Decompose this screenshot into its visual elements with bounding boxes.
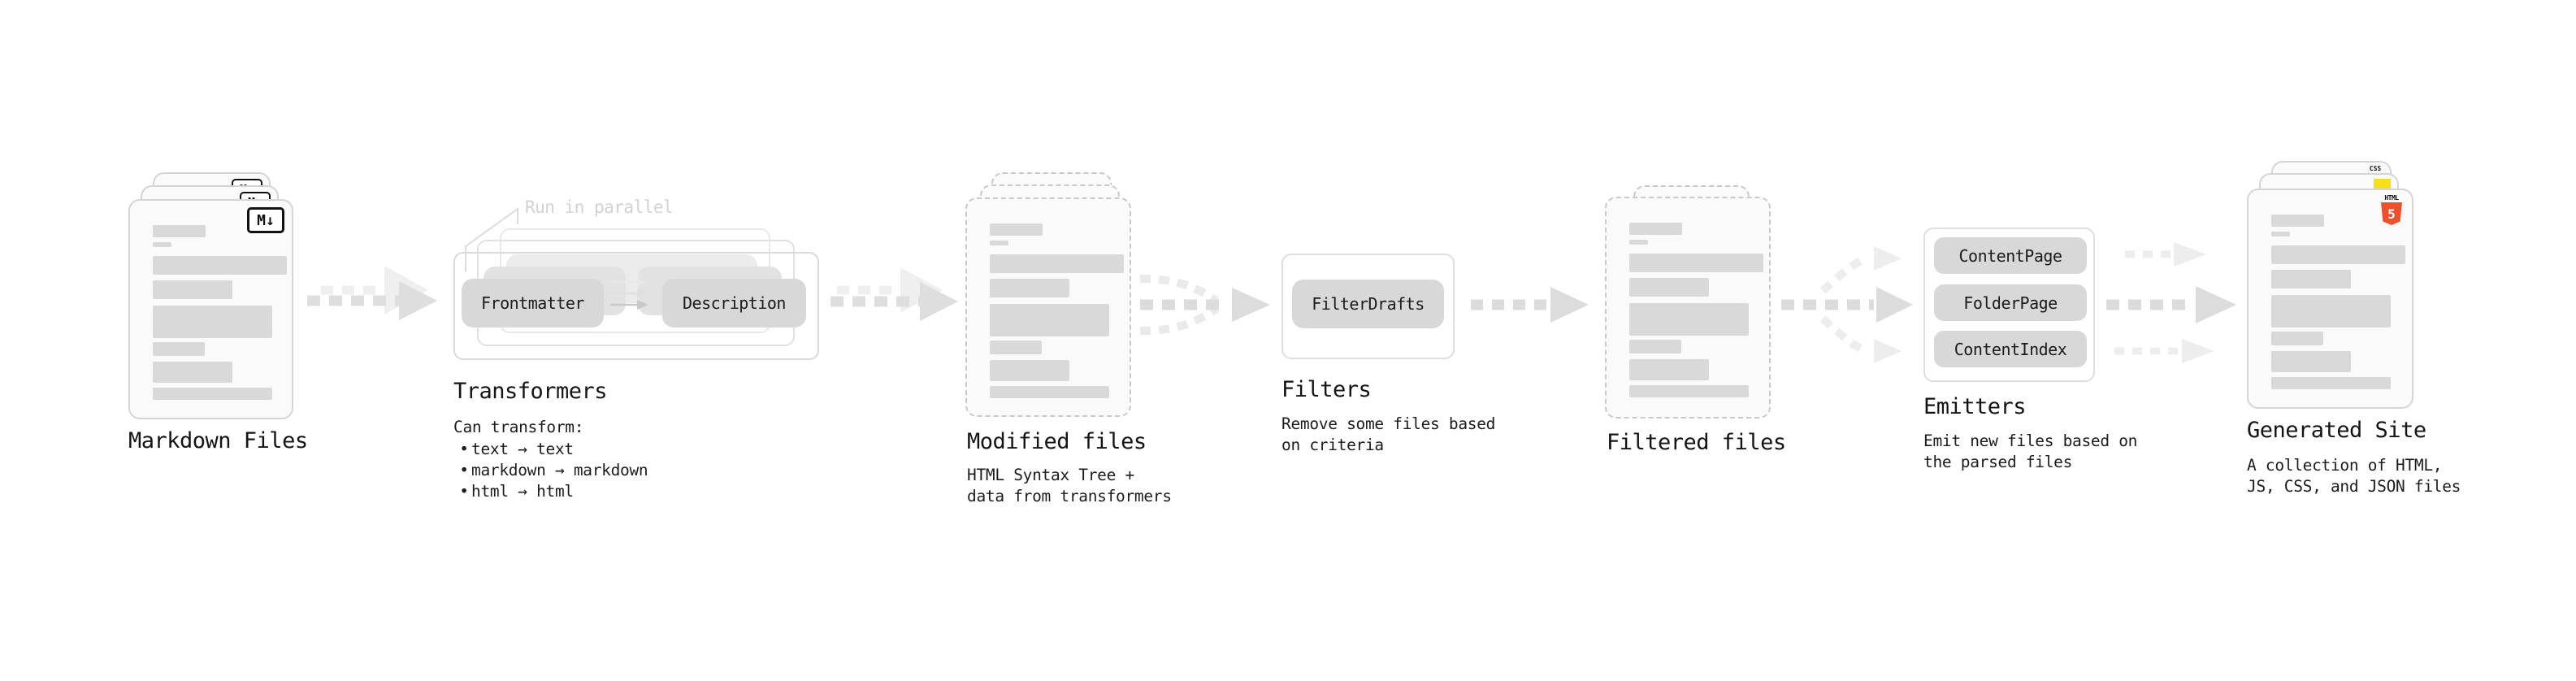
transformer-pill-frontmatter: Frontmatter [462, 279, 604, 327]
doc-line-bar [1629, 223, 1682, 235]
doc-placeholder-lines [990, 223, 1124, 398]
doc-line-bar [990, 223, 1043, 236]
doc-line-bar [153, 362, 232, 383]
emitter-pill-contentpage: ContentPage [1934, 237, 2087, 274]
doc-line-bar [1629, 240, 1648, 245]
doc-line-bar [990, 386, 1109, 398]
filter-pill-filterdrafts: FilterDrafts [1292, 280, 1444, 328]
doc-line-bar [990, 340, 1042, 354]
run-in-parallel-connector [465, 207, 518, 271]
stage-label-emitters: Emitters [1923, 394, 2027, 419]
doc-line-bar [2271, 351, 2351, 372]
stage-label-modified-files: Modified files [967, 429, 1147, 454]
doc-line-bar [2271, 232, 2290, 236]
doc-line-bar [153, 388, 272, 400]
stage-label-filtered-files: Filtered files [1607, 430, 1786, 455]
modified-file-card-front [965, 197, 1131, 417]
stage-label-generated-site: Generated Site [2247, 418, 2426, 443]
transformers-bullet: •text → text [457, 439, 574, 460]
css-icon: CSS [2369, 165, 2382, 172]
doc-line-bar [990, 254, 1124, 273]
doc-line-bar [153, 256, 287, 275]
doc-line-bar [990, 360, 1069, 381]
doc-line-bar [153, 280, 232, 299]
emitters-desc-line: Emit new files based on [1923, 432, 2138, 450]
bullet-icon: • [459, 461, 469, 479]
markdown-icon: M↓ [247, 207, 284, 233]
doc-line-bar [1629, 340, 1681, 354]
arrow-markdown-to-transformers [307, 266, 437, 320]
bullet-icon: • [459, 440, 469, 458]
doc-line-bar [2271, 215, 2324, 227]
generated-file-card-html: HTML 5 [2247, 189, 2413, 409]
doc-line-bar [2271, 245, 2405, 264]
doc-line-bar [1629, 254, 1763, 272]
doc-line-bar [153, 342, 205, 356]
transformer-run-box-front [453, 252, 819, 360]
doc-placeholder-lines [1629, 223, 1763, 397]
filters-desc-line: on criteria [1281, 436, 1384, 454]
doc-line-bar [1629, 278, 1709, 297]
stage-label-markdown-files: Markdown Files [128, 428, 308, 453]
arrow-transformers-to-modified [830, 267, 958, 321]
emitter-pill-contentindex: ContentIndex [1934, 331, 2087, 367]
doc-line-bar [2271, 332, 2323, 345]
filtered-file-card-front [1605, 197, 1771, 419]
arrow-filtered-to-emitters [1781, 246, 1913, 363]
generated-desc-line: A collection of HTML, [2247, 456, 2443, 475]
stage-label-transformers: Transformers [453, 379, 608, 404]
modified-desc-line: data from transformers [967, 487, 1172, 505]
doc-line-bar [1629, 303, 1749, 336]
transformers-desc-title: Can transform: [453, 418, 584, 436]
bullet-icon: • [459, 482, 469, 501]
doc-line-bar [990, 279, 1069, 297]
doc-line-bar [2271, 295, 2391, 327]
stage-label-filters: Filters [1281, 377, 1372, 402]
doc-line-bar [990, 304, 1109, 336]
doc-line-bar [153, 242, 171, 247]
modified-desc-line: HTML Syntax Tree + [967, 466, 1134, 484]
doc-line-bar [153, 306, 272, 338]
transformers-bullet: •markdown → markdown [457, 460, 648, 481]
html5-icon: HTML 5 [2381, 194, 2402, 225]
generated-desc-line: JS, CSS, and JSON files [2247, 477, 2461, 496]
doc-line-bar [2271, 270, 2351, 288]
doc-line-bar [1629, 385, 1749, 397]
javascript-icon [2374, 179, 2391, 189]
doc-placeholder-lines [153, 225, 287, 400]
doc-line-bar [1629, 359, 1709, 380]
arrow-modified-to-filters [1139, 275, 1270, 335]
run-in-parallel-annotation: Run in parallel [525, 197, 674, 217]
pill-flow-arrows [610, 278, 648, 310]
markdown-file-card-front: M↓ [128, 199, 293, 419]
emitter-pill-folderpage: FolderPage [1934, 284, 2087, 321]
transformer-pill-description: Description [662, 279, 806, 327]
doc-line-bar [153, 225, 206, 237]
emitters-desc-line: the parsed files [1923, 453, 2073, 471]
doc-line-bar [990, 241, 1008, 245]
arrow-filters-to-filtered [1471, 287, 1589, 323]
doc-line-bar [2271, 377, 2391, 389]
arrow-emitters-to-generated [2106, 242, 2236, 363]
doc-placeholder-lines [2271, 215, 2405, 389]
filters-desc-line: Remove some files based [1281, 414, 1496, 433]
transformers-bullet: •html → html [457, 481, 574, 502]
